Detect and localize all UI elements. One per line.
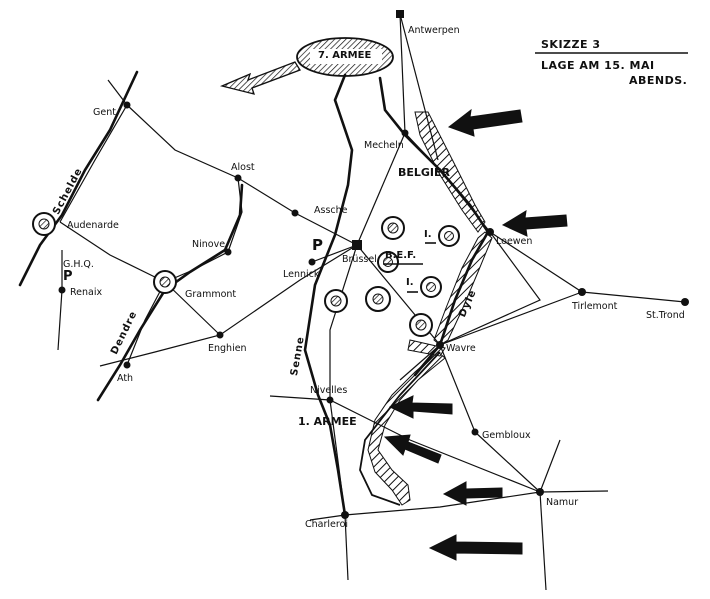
label-bruessel: Brüssel	[342, 254, 377, 265]
label-mecheln: Mecheln	[364, 140, 404, 151]
town-marker-wavre	[436, 341, 444, 349]
town-marker-ninove	[224, 248, 232, 256]
attack-arrow-3	[388, 395, 453, 419]
label-ninove: Ninove	[192, 239, 226, 250]
town-marker-sttrond	[681, 298, 689, 306]
town-marker-assche	[291, 209, 299, 217]
label-charleroi: Charleroi	[305, 519, 349, 530]
label-namur: Namur	[546, 497, 579, 508]
town-marker-loewen	[486, 228, 494, 236]
label-alost: Alost	[231, 162, 255, 173]
label-antwerpen: Antwerpen	[408, 25, 460, 36]
seventh-army-arrow	[219, 61, 301, 95]
division-circle	[365, 286, 391, 312]
division-circle	[377, 251, 399, 273]
divisions	[32, 212, 460, 337]
division-circle	[420, 276, 442, 298]
label-gembloux: Gembloux	[482, 430, 531, 441]
label-grammont: Grammont	[185, 289, 237, 300]
label-assche: Assche	[314, 205, 348, 216]
label-seventh-army: 7. ARMEE	[318, 50, 372, 61]
attack-arrow-2	[501, 210, 568, 237]
attack-arrow-4	[383, 434, 442, 464]
seventh-army-group	[219, 37, 394, 95]
town-marker-nivelles	[326, 396, 334, 404]
label-belgier: BELGIER	[398, 166, 451, 179]
map-title: SKIZZE 3 LAGE AM 15. MAI ABENDS.	[535, 38, 690, 87]
division-circle	[32, 212, 56, 236]
town-marker-mecheln	[401, 129, 409, 137]
label-audenarde: Audenarde	[67, 220, 119, 231]
front-outline	[359, 351, 441, 506]
corps-bars	[383, 242, 436, 293]
town-marker-tirlemont	[578, 288, 586, 296]
town-marker-gembloux	[471, 428, 479, 436]
attack-arrows	[383, 108, 568, 561]
title-line-3: ABENDS.	[629, 74, 688, 87]
division-circle	[153, 270, 177, 294]
attack-arrow-5	[442, 481, 503, 506]
label-wavre: Wavre	[446, 343, 476, 354]
town-marker-ath	[123, 361, 131, 369]
town-marker-namur	[536, 488, 544, 496]
label-sttrond: St.Trond	[646, 310, 685, 321]
town-marker-renaix	[58, 286, 66, 294]
front-lines	[359, 111, 493, 506]
town-marker-gent	[123, 101, 131, 109]
label-ghq: G.H.Q.	[63, 259, 94, 270]
attack-arrow-1	[447, 108, 523, 137]
symbol-corps-i-2: I.	[406, 277, 414, 288]
label-nivelles: Nivelles	[310, 385, 348, 396]
label-bef: B.E.F.	[385, 250, 417, 261]
label-first-army: 1. ARMEE	[298, 415, 357, 428]
river-senne	[303, 73, 354, 427]
town-markers	[58, 10, 689, 519]
front-dyle	[433, 231, 493, 346]
river-schelde	[18, 70, 139, 287]
river-sambre	[328, 423, 347, 517]
town-marker-enghien	[216, 331, 224, 339]
symbol-p-ghq: P	[63, 269, 73, 284]
town-marker-antwerpen	[396, 10, 404, 18]
division-circle	[324, 289, 348, 313]
division-circle	[409, 313, 433, 337]
front-belgian	[414, 111, 486, 233]
label-tirlemont: Tirlemont	[572, 301, 618, 312]
title-line-2: LAGE AM 15. MAI	[541, 59, 655, 72]
division-circle	[381, 216, 405, 240]
town-marker-bruessel	[352, 240, 362, 250]
label-enghien: Enghien	[208, 343, 247, 354]
town-marker-lennick	[308, 258, 316, 266]
label-lennick: Lennick	[283, 269, 320, 280]
label-ath: Ath	[117, 373, 134, 384]
label-loewen: Loewen	[496, 236, 533, 247]
river-dendre	[96, 183, 244, 402]
attack-arrow-6	[428, 534, 523, 561]
label-gent: Gent	[93, 107, 116, 118]
symbol-p-lennick: P	[312, 236, 323, 254]
front-first-army	[367, 351, 446, 506]
town-marker-alost	[234, 174, 242, 182]
symbol-corps-i-1: I.	[424, 229, 432, 240]
title-line-1: SKIZZE 3	[541, 38, 601, 51]
town-marker-charleroi	[341, 511, 349, 519]
label-renaix: Renaix	[70, 287, 103, 298]
division-circle	[438, 225, 460, 247]
